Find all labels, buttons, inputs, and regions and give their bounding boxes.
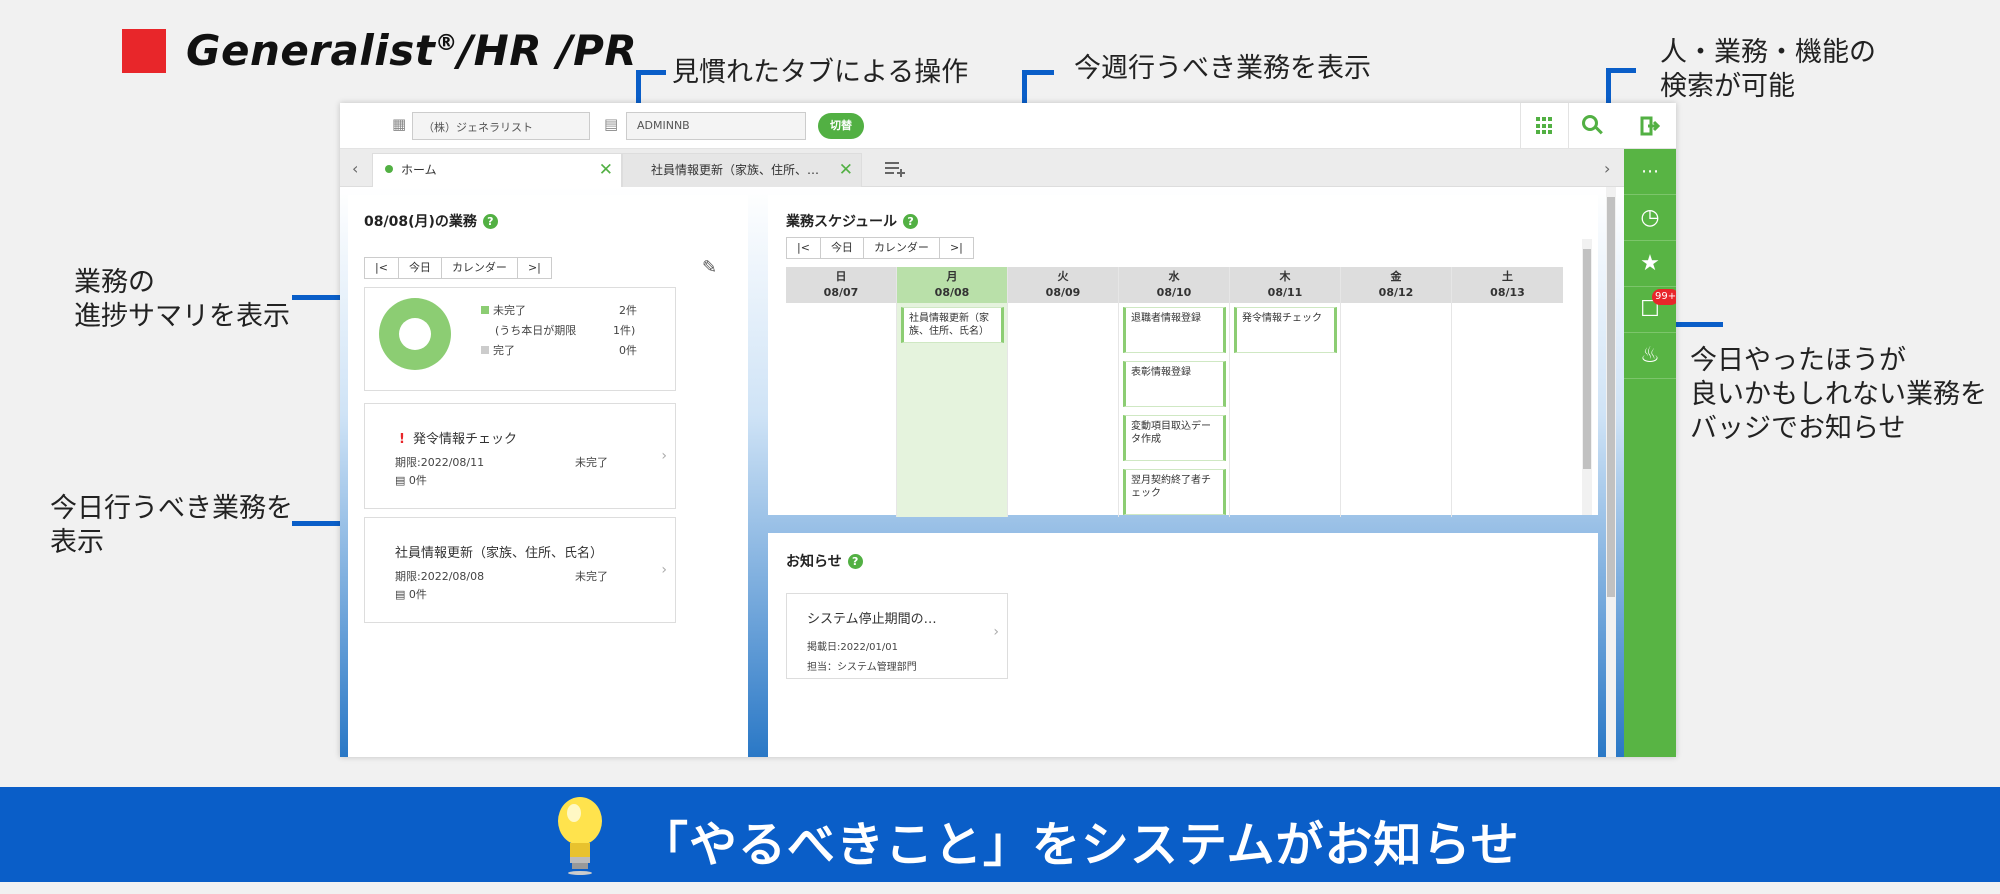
tab-scroll-left-icon[interactable]: ‹ <box>352 159 359 178</box>
first-button[interactable]: |< <box>365 258 399 278</box>
right-rail: ⋯ ◷ ★ ☐99+ ♨ <box>1624 103 1676 757</box>
schedule-event[interactable]: 発令情報チェック <box>1234 307 1337 353</box>
search-icon[interactable] <box>1582 115 1598 131</box>
brand-name: Generalist®/HR /PR <box>186 26 638 75</box>
summary-card: 未完了 2件 (うち本日が期限 1件) 完了 0件 <box>364 287 676 391</box>
notices-panel: お知らせ? システム停止期間の… 掲載日:2022/01/01 担当：システム管… <box>768 533 1598 757</box>
logout-icon[interactable] <box>1640 116 1660 136</box>
callout-summary: 業務の進捗サマリを表示 <box>74 267 290 332</box>
help-icon[interactable]: ? <box>482 214 498 229</box>
first-button[interactable]: |< <box>787 238 821 258</box>
callout-weekly: 今週行うべき業務を表示 <box>1074 53 1371 84</box>
content-area: 08/08(月)の業務? |< 今日 カレンダー >| ✎ 未完了 2件 (うち… <box>340 187 1624 757</box>
app-window: ▦ （株）ジェネラリスト ▤ ADMINNB 切替 ⋯ ◷ ★ ☐99+ ♨ ‹… <box>340 103 1676 757</box>
pin-icon <box>385 165 393 173</box>
task-card[interactable]: 社員情報更新（家族、住所、氏名） 期限:2022/08/08 未完了 ▤ 0件 … <box>364 517 676 623</box>
company-field[interactable]: （株）ジェネラリスト <box>412 112 590 140</box>
notices-title: お知らせ? <box>786 551 863 571</box>
notice-card[interactable]: システム停止期間の… 掲載日:2022/01/01 担当：システム管理部門 › <box>786 593 1008 679</box>
task-inbox-icon[interactable]: ☐99+ <box>1624 287 1676 333</box>
brand-logo: Generalist®/HR /PR <box>122 26 637 75</box>
today-button[interactable]: 今日 <box>821 238 864 258</box>
schedule-event[interactable]: 翌月契約終了者チェック <box>1123 469 1226 515</box>
chevron-right-icon: › <box>661 562 667 578</box>
comment-icon: ▤ <box>395 588 406 601</box>
callout-tabs: 見慣れたタブによる操作 <box>672 57 969 88</box>
schedule-scrollbar[interactable] <box>1582 239 1592 515</box>
schedule-event[interactable]: 退職者情報登録 <box>1123 307 1226 353</box>
calendar-button[interactable]: カレンダー <box>442 258 518 278</box>
callout-line <box>1022 70 1054 75</box>
today-panel: 08/08(月)の業務? |< 今日 カレンダー >| ✎ 未完了 2件 (うち… <box>348 195 748 757</box>
chevron-right-icon: › <box>993 624 999 640</box>
notification-badge: 99+ <box>1652 289 1676 305</box>
tab-employee-update[interactable]: 社員情報更新（家族、住所、… ✕ <box>622 153 862 187</box>
today-button[interactable]: 今日 <box>399 258 442 278</box>
schedule-event[interactable]: 社員情報更新（家族、住所、氏名） <box>901 307 1004 343</box>
favorite-star-icon[interactable]: ★ <box>1624 241 1676 287</box>
lightbulb-icon <box>558 797 602 875</box>
switch-button[interactable]: 切替 <box>818 113 864 139</box>
last-button[interactable]: >| <box>527 261 541 274</box>
callout-line <box>1606 68 1636 73</box>
top-bar: ▦ （株）ジェネラリスト ▤ ADMINNB 切替 <box>340 103 1624 149</box>
user-field[interactable]: ADMINNB <box>626 112 806 140</box>
tab-bar: ‹ ホーム ✕ 社員情報更新（家族、住所、… ✕ › <box>340 149 1624 187</box>
schedule-event[interactable]: 表彰情報登録 <box>1123 361 1226 407</box>
bell-icon[interactable]: ♨ <box>1624 333 1676 379</box>
schedule-title: 業務スケジュール? <box>786 211 919 231</box>
app-grid-icon[interactable] <box>1536 117 1554 135</box>
progress-donut <box>379 298 451 370</box>
divider <box>1520 103 1521 149</box>
schedule-nav: |< 今日 カレンダー >| <box>786 237 974 259</box>
calendar-button[interactable]: カレンダー <box>864 238 940 258</box>
clipboard-icon: ▤ <box>604 115 619 133</box>
close-icon[interactable]: ✕ <box>838 160 853 180</box>
close-icon[interactable]: ✕ <box>598 160 613 180</box>
building-icon: ▦ <box>392 115 407 133</box>
callout-line <box>636 70 666 75</box>
help-icon[interactable]: ? <box>903 214 919 229</box>
callout-line <box>1655 322 1723 327</box>
chevron-right-icon: › <box>661 448 667 464</box>
today-panel-title: 08/08(月)の業務? <box>364 211 498 231</box>
tab-scroll-right-icon[interactable]: › <box>1604 159 1611 178</box>
comment-icon: ▤ <box>395 474 406 487</box>
edit-pin-icon[interactable]: ✎ <box>702 257 718 278</box>
schedule-event[interactable]: 変動項目取込データ作成 <box>1123 415 1226 461</box>
callout-badge: 今日やったほうが良いかもしれない業務をバッジでお知らせ <box>1690 345 1987 444</box>
page-scrollbar[interactable] <box>1606 187 1616 757</box>
banner-text: 「やるべきこと」をシステムがお知らせ <box>640 817 1520 873</box>
more-icon[interactable]: ⋯ <box>1624 149 1676 195</box>
callout-search: 人・業務・機能の検索が可能 <box>1660 37 1876 102</box>
tab-home[interactable]: ホーム ✕ <box>372 153 622 187</box>
callout-today: 今日行うべき業務を表示 <box>50 493 293 558</box>
bottom-banner: 「やるべきこと」をシステムがお知らせ <box>0 787 2000 882</box>
divider <box>1568 103 1569 149</box>
callout-line <box>1606 68 1611 123</box>
last-button[interactable]: >| <box>949 241 963 254</box>
rail-top <box>1624 103 1676 149</box>
help-icon[interactable]: ? <box>847 554 863 569</box>
add-tab-icon[interactable] <box>885 161 907 177</box>
history-icon[interactable]: ◷ <box>1624 195 1676 241</box>
alert-icon: ! <box>399 432 405 447</box>
brand-square-icon <box>122 28 166 73</box>
today-nav: |< 今日 カレンダー >| <box>364 257 552 279</box>
task-card[interactable]: !発令情報チェック 期限:2022/08/11 未完了 ▤ 0件 › <box>364 403 676 509</box>
